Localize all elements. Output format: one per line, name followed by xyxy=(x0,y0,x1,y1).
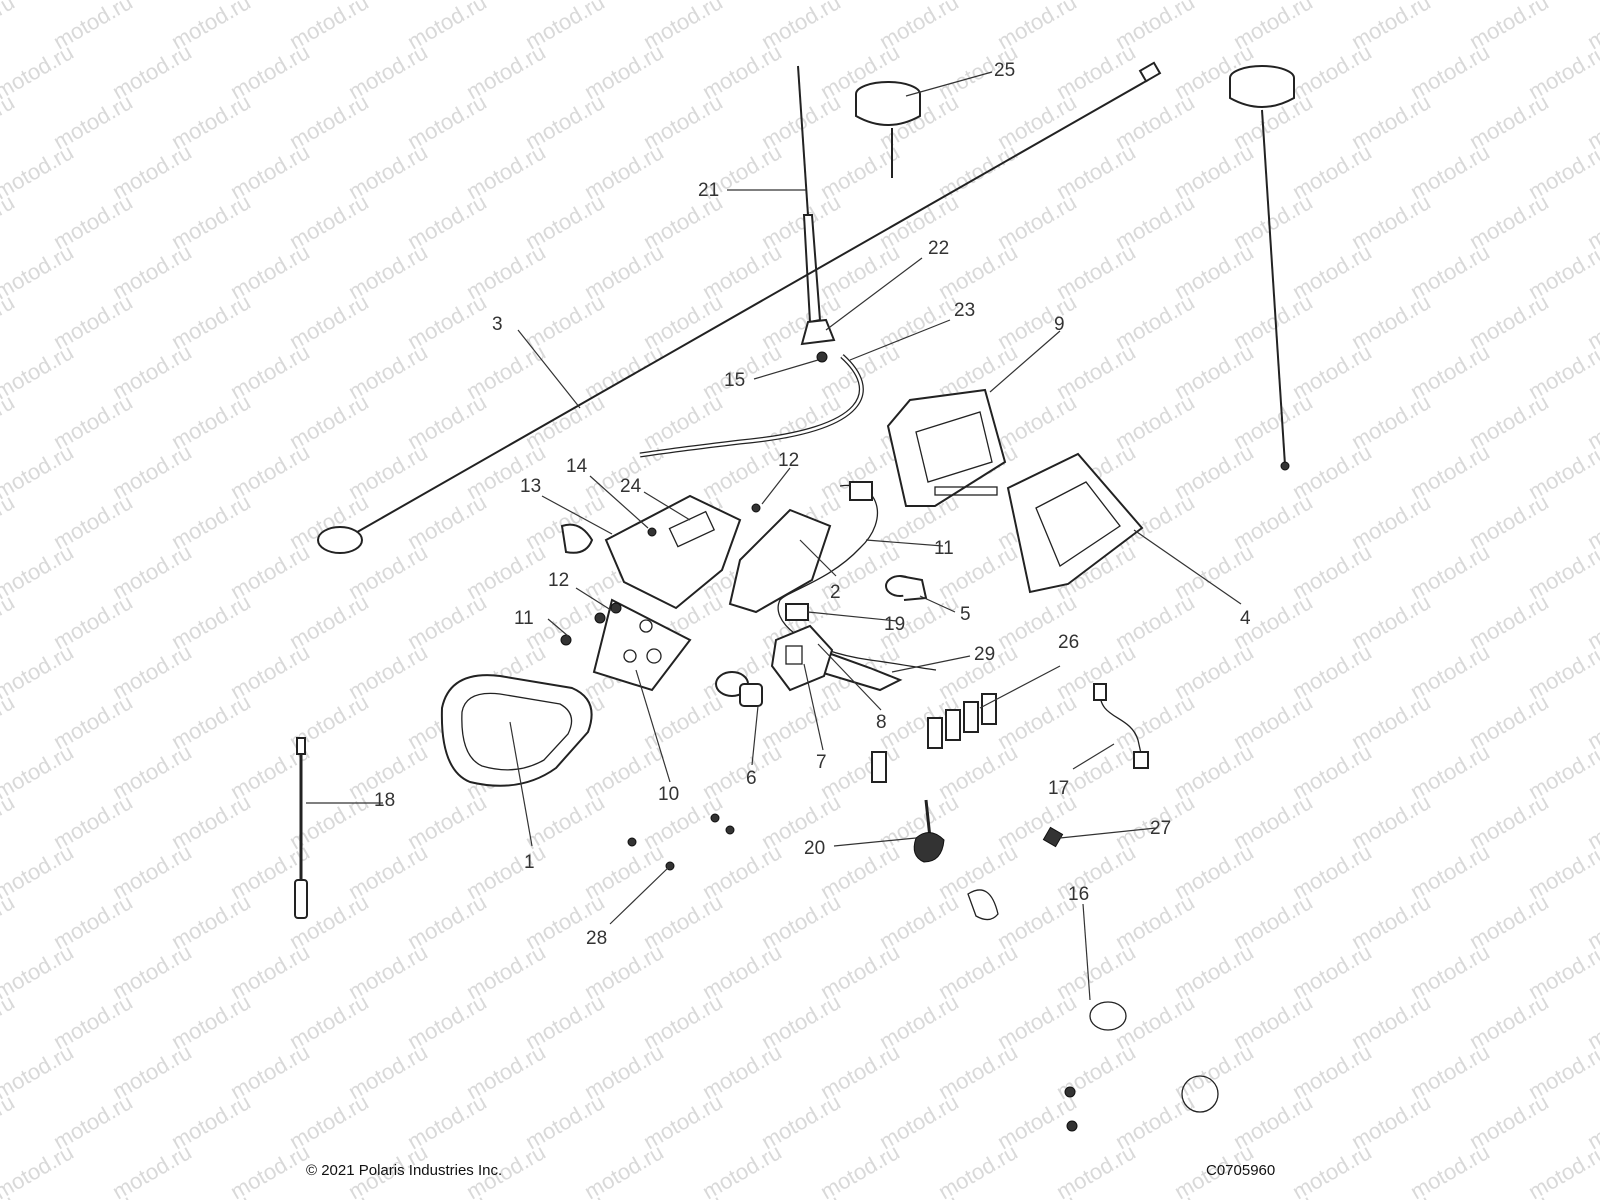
callout-11-upper: 11 xyxy=(934,538,954,559)
callout-10: 10 xyxy=(658,784,679,805)
part-switch-block xyxy=(770,624,834,692)
part-clip xyxy=(1042,826,1064,848)
part-gauge-cluster xyxy=(440,674,593,787)
part-key xyxy=(913,799,945,863)
callout-19: 19 xyxy=(884,614,905,635)
part-mount-plate xyxy=(592,598,692,692)
callout-9: 9 xyxy=(1054,314,1065,335)
watermark-text: motod.ru xyxy=(0,589,19,654)
callout-5: 5 xyxy=(960,604,971,625)
part-screws xyxy=(560,503,1078,1132)
part-wiring-harness xyxy=(777,481,937,692)
watermark-text: motod.ru xyxy=(0,689,19,754)
callout-8: 8 xyxy=(876,712,887,733)
part-antenna-whip xyxy=(797,65,836,363)
callout-20: 20 xyxy=(804,838,825,859)
watermark-text: motod.ru xyxy=(0,439,78,504)
callout-4: 4 xyxy=(1240,608,1251,629)
parts-drawing xyxy=(294,61,1295,1132)
callout-12-lower: 12 xyxy=(548,570,569,591)
part-display-unit xyxy=(886,388,1007,507)
watermark-text: motod.ru xyxy=(0,1089,19,1154)
callout-28: 28 xyxy=(586,928,607,949)
watermark-text: motod.ru xyxy=(285,1189,373,1200)
callout-labels: 1 2 3 4 5 6 7 8 9 10 11 11 12 12 13 14 1… xyxy=(374,60,1251,949)
diagram-code: C0705960 xyxy=(1206,1162,1276,1179)
watermark-text: motod.ru xyxy=(0,89,19,154)
watermark-text: motod.ru xyxy=(0,189,19,254)
callout-3: 3 xyxy=(492,314,503,335)
callout-16: 16 xyxy=(1068,884,1089,905)
watermark-text: motod.ru xyxy=(1524,1139,1600,1200)
part-sensor-rod xyxy=(294,737,308,919)
watermark-text: motod.ru xyxy=(0,639,78,704)
callout-29: 29 xyxy=(974,644,995,665)
watermark-text: motod.ru xyxy=(993,1189,1081,1200)
watermark-text: motod.ru xyxy=(0,939,78,1004)
watermark-text: motod.ru xyxy=(0,889,19,954)
callout-6: 6 xyxy=(746,768,757,789)
watermark-text: motod.ru xyxy=(0,789,19,854)
watermark-text: motod.ru xyxy=(0,739,78,804)
leader-lines xyxy=(306,71,1242,1001)
part-gps-puck xyxy=(855,65,1295,471)
watermark-text: motod.ru xyxy=(1229,1189,1317,1200)
watermark-text: motod.ru xyxy=(0,339,78,404)
watermark-text: motod.ru xyxy=(403,1189,491,1200)
callout-23: 23 xyxy=(954,300,975,321)
callout-24: 24 xyxy=(620,476,642,497)
callout-14: 14 xyxy=(566,456,588,477)
part-cable-ties xyxy=(967,889,1219,1113)
watermark-text: motod.ru xyxy=(0,989,19,1054)
watermark-text: motod.ru xyxy=(1583,1189,1600,1200)
callout-15: 15 xyxy=(724,370,745,391)
callout-22: 22 xyxy=(928,238,949,259)
callout-18: 18 xyxy=(374,790,395,811)
callout-25: 25 xyxy=(994,60,1015,81)
callout-7: 7 xyxy=(816,752,827,773)
copyright-notice: © 2021 Polaris Industries Inc. xyxy=(306,1162,503,1179)
part-display-bezel xyxy=(1006,452,1144,594)
part-power-outlet xyxy=(885,575,928,601)
watermark-text: motod.ru xyxy=(1111,1189,1199,1200)
watermark-text: motod.ru xyxy=(757,1189,845,1200)
watermark-text: motod.ru xyxy=(639,1189,727,1200)
watermark-text: motod.ru xyxy=(875,1189,963,1200)
callout-11-lower: 11 xyxy=(514,608,534,629)
callout-13: 13 xyxy=(520,476,541,497)
callout-2: 2 xyxy=(830,582,841,603)
watermark-text: motod.ru xyxy=(0,139,78,204)
watermark-text: motod.ru xyxy=(0,539,78,604)
callout-27: 27 xyxy=(1150,818,1171,839)
watermark-text: motod.ru xyxy=(1465,1189,1553,1200)
watermark-text: motod.ru xyxy=(0,0,19,54)
callout-21: 21 xyxy=(698,180,719,201)
watermark-text: motod.ru xyxy=(0,489,19,554)
watermark-text: motod.ru xyxy=(49,1189,137,1200)
part-main-bracket xyxy=(560,494,832,614)
callout-1: 1 xyxy=(524,852,535,873)
watermark-text: motod.ru xyxy=(167,1189,255,1200)
watermark-text: motod.ru xyxy=(0,39,78,104)
watermark-text: motod.ru xyxy=(0,1039,78,1104)
watermark-text: motod.ru xyxy=(0,289,19,354)
part-ignition-switch xyxy=(715,671,763,707)
watermark-text: motod.ru xyxy=(0,239,78,304)
watermark-text: motod.ru xyxy=(0,1139,78,1200)
watermark-text: motod.ru xyxy=(0,839,78,904)
watermark-text: motod.ru xyxy=(0,389,19,454)
watermark-text: motod.ru xyxy=(1347,1189,1435,1200)
callout-12-upper: 12 xyxy=(778,450,799,471)
callout-17: 17 xyxy=(1048,778,1069,799)
part-gps-cable xyxy=(317,61,1162,554)
callout-26: 26 xyxy=(1058,632,1079,653)
watermark-text: motod.ru xyxy=(521,1189,609,1200)
